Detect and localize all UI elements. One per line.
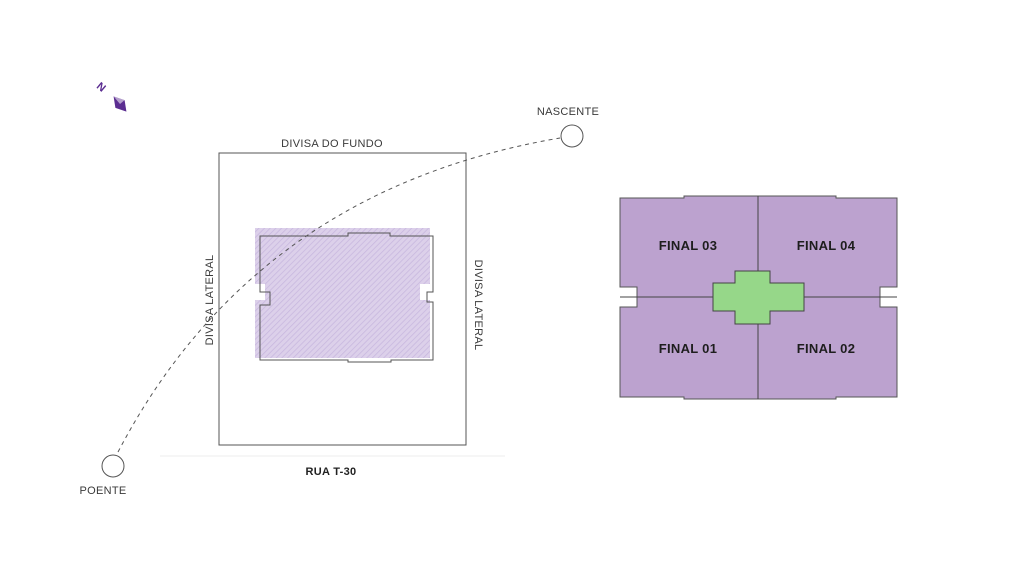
site-boundary — [218, 152, 467, 446]
sunrise-marker — [560, 124, 584, 148]
north-compass: N — [94, 80, 127, 112]
circulation-core — [712, 270, 805, 325]
sunset-marker — [101, 454, 125, 478]
unit-label-final-04: FINAL 04 — [797, 238, 856, 253]
unit-label-final-02: FINAL 02 — [797, 341, 856, 356]
north-arrow-icon — [113, 96, 127, 112]
building-footprint — [255, 228, 434, 363]
label-divisa-lateral-left: DIVISA LATERAL — [204, 255, 216, 346]
label-nascente: NASCENTE — [537, 106, 599, 118]
unit-label-final-01: FINAL 01 — [659, 341, 718, 356]
label-divisa-do-fundo: DIVISA DO FUNDO — [281, 138, 383, 150]
label-divisa-lateral-right: DIVISA LATERAL — [472, 260, 484, 351]
typical-floor-plan: FINAL 03 FINAL 04 FINAL 01 FINAL 02 — [619, 195, 898, 400]
unit-label-final-03: FINAL 03 — [659, 238, 718, 253]
label-street: RUA T-30 — [306, 466, 357, 478]
north-label: N — [94, 80, 108, 94]
label-poente: POENTE — [79, 485, 126, 497]
sun-path-curve — [117, 137, 561, 453]
